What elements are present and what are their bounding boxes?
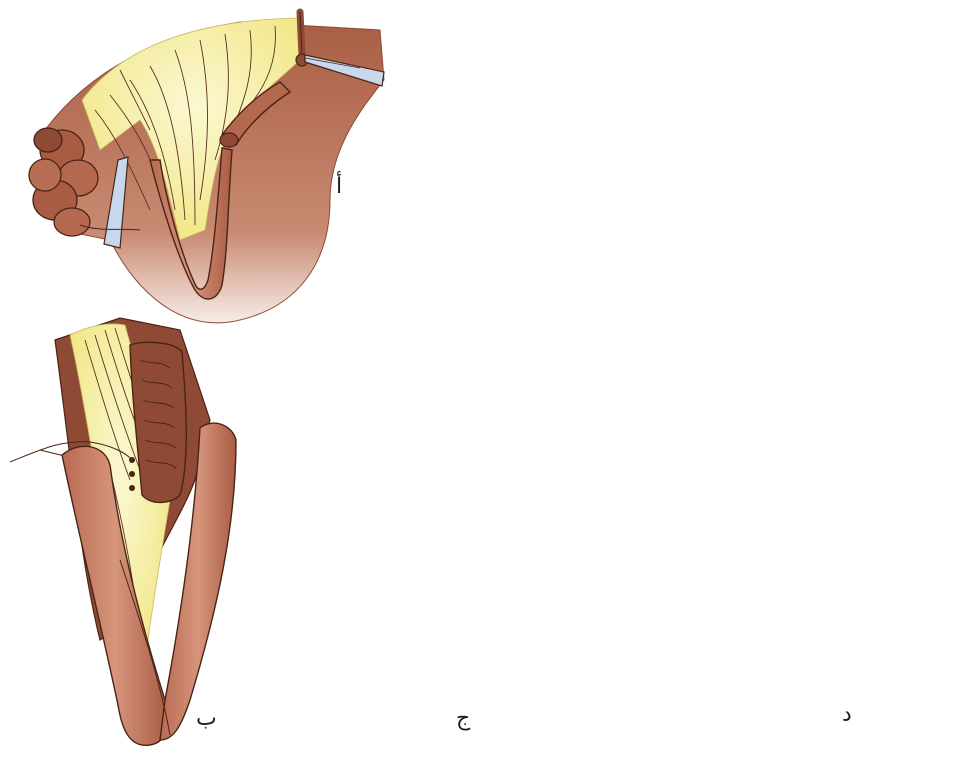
panel-b-right-limb bbox=[159, 422, 237, 741]
panel-label-a: أ bbox=[336, 174, 343, 199]
panel-a-bowel-loop bbox=[149, 147, 233, 300]
clamp-icon bbox=[304, 54, 385, 87]
panel-a-bowel-end bbox=[219, 132, 239, 148]
panel-a-vessel-top-outline bbox=[299, 11, 303, 56]
panel-a-cut-bowel bbox=[221, 81, 292, 147]
panel-a bbox=[28, 8, 385, 324]
panel-label-d: د bbox=[842, 702, 852, 727]
panel-b-segment-vessels bbox=[139, 359, 177, 469]
panel-b-suture-dots bbox=[129, 457, 135, 491]
panel-label-c: ج bbox=[456, 706, 471, 731]
panel-label-b: ب bbox=[196, 706, 217, 731]
panel-b-lumen-line bbox=[119, 559, 171, 736]
panel-b bbox=[9, 317, 237, 746]
suture-needle-icon bbox=[79, 156, 141, 249]
panel-a-colon-haustra bbox=[28, 127, 99, 237]
